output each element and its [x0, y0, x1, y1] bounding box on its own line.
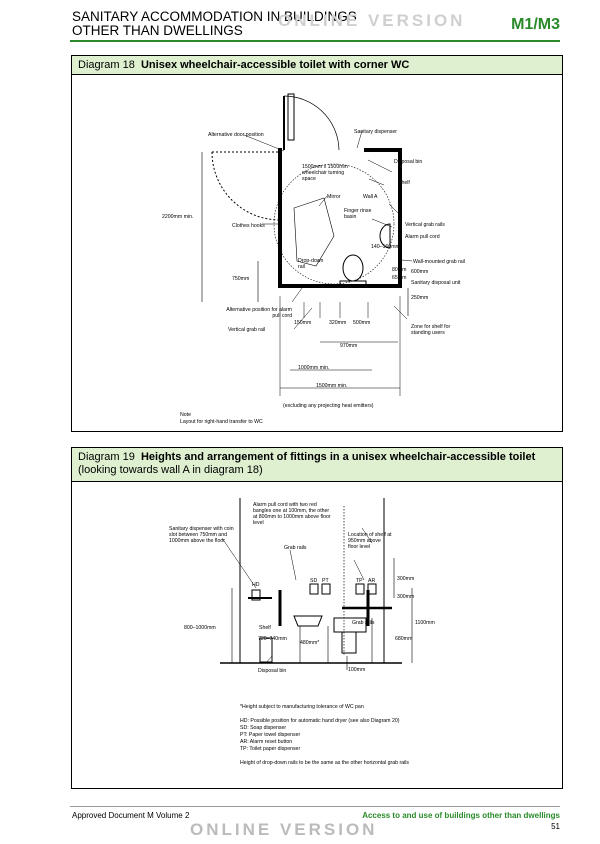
label-sd: SD [310, 578, 318, 584]
label-sanitary-dispenser: Sanitary dispenser [354, 129, 397, 135]
label-alarm-pull-cord: Alarm pull cord [405, 234, 440, 240]
legend-drop-rails: Height of drop-down rails to be the same… [240, 760, 409, 766]
label-sanitary-dispenser-2: Sanitary dispenser with coin slot betwee… [169, 526, 234, 544]
label-shelf-location: Location of shelf at 950mm above floor l… [348, 532, 392, 550]
note-heading: Note [180, 412, 191, 418]
label-tp: TP [356, 578, 363, 584]
label-zone-shelf: Zone for shelf for standing users [411, 324, 451, 336]
diagram-18-drawing [201, 93, 413, 396]
label-1100: 1100mm [415, 620, 435, 626]
diagram-19-drawing [220, 498, 413, 670]
legend-tp: TP: Toilet paper dispenser [240, 746, 301, 752]
legend-pt: PT: Paper towel dispenser [240, 732, 301, 738]
label-pt: PT [322, 578, 329, 584]
label-turning-space: 1500mm x 1500mm wheelchair turning space [302, 164, 348, 182]
label-alt-door: Alternative door position [208, 132, 264, 138]
diagram-18-box: Diagram 18 Unisex wheelchair-accessible … [71, 55, 563, 432]
diagram-19-box: Diagram 19 Heights and arrangement of fi… [71, 447, 563, 789]
label-ar: AR [368, 578, 376, 584]
diagram-19-caption: Diagram 19 Heights and arrangement of fi… [72, 448, 562, 482]
label-alt-alarm: Alternative position for alarm pull cord [226, 307, 292, 319]
legend-ar: AR: Alarm reset button [240, 739, 293, 745]
footer-left: Approved Document M Volume 2 [72, 811, 190, 820]
diagram-18-number: Diagram 18 [78, 59, 135, 71]
label-970: 970mm [340, 343, 358, 349]
note-text: Layout for right-hand transfer to WC [180, 419, 263, 425]
label-80: 80mm [392, 267, 407, 273]
label-1500: 1500mm min. [316, 383, 348, 389]
footer-rule [70, 806, 560, 807]
footnote-height: *Height subject to manufacturing toleran… [240, 704, 364, 710]
label-shelf: Shelf [398, 180, 410, 186]
footer-right: Access to and use of buildings other tha… [362, 811, 560, 820]
label-grab-rails: Grab rails [284, 545, 307, 551]
label-drop-down-rail: Drop-down rail [298, 258, 324, 270]
legend-sd: SD: Soap dispenser [240, 725, 287, 731]
label-grab-rails-2: Grab rails [352, 620, 375, 626]
label-500: 500mm [353, 320, 371, 326]
label-600: 600mm [411, 269, 429, 275]
page-number: 51 [551, 822, 560, 831]
label-sanitary-disposal: Sanitary disposal unit [411, 280, 461, 286]
label-finger-basin: Finger rinse basin [344, 208, 372, 220]
label-65: 65mm [392, 275, 407, 281]
label-480: 480mm* [300, 640, 320, 646]
diagram-19-title-rest: (looking towards wall A in diagram 18) [78, 464, 263, 476]
label-300a: 300mm [397, 576, 415, 582]
label-alarm-cord: Alarm pull cord with two red bangles one… [253, 502, 331, 526]
label-shelf-2: Shelf [259, 625, 271, 631]
diagram-19-number: Diagram 19 [78, 451, 135, 463]
label-320: 320mm [329, 320, 347, 326]
label-hd: HD [252, 582, 260, 588]
label-250: 250mm [411, 295, 429, 301]
label-2200: 2200mm min. [162, 214, 194, 220]
diagram-19-title-bold: Heights and arrangement of fittings in a… [140, 451, 536, 463]
label-mirror: Mirror [327, 194, 341, 200]
legend-hd: HD: Possible position for automatic hand… [240, 718, 400, 724]
label-vertical-grab-rails: Vertical grab rails [405, 222, 445, 228]
document-code: M1/M3 [511, 16, 560, 33]
label-disposal-bin: Disposal bin [394, 159, 423, 165]
label-disposal-bin-2: Disposal bin [258, 668, 287, 674]
header-rule [70, 40, 560, 42]
label-680: 680mm [395, 636, 413, 642]
document-title: SANITARY ACCOMMODATION IN BUILDINGS OTHE… [72, 10, 357, 38]
label-140-160: 140–160mm [371, 244, 400, 250]
label-100: 100mm [348, 667, 366, 673]
label-wall-grab-rail: Wall-mounted grab rail [413, 259, 465, 265]
label-750: 750mm [232, 276, 250, 282]
label-1000: 1000mm min. [298, 365, 330, 371]
diagram-18-title: Unisex wheelchair-accessible toilet with… [140, 59, 410, 71]
label-150: 150mm [294, 320, 312, 326]
label-excluding: (excluding any projecting heat emitters) [283, 403, 374, 409]
label-800-1000: 800–1000mm [184, 625, 216, 631]
diagram-18-caption: Diagram 18 Unisex wheelchair-accessible … [72, 56, 562, 75]
title-line-1: SANITARY ACCOMMODATION IN BUILDINGS [72, 9, 357, 24]
label-wall-a: Wall A [363, 194, 378, 200]
label-clothes-hooks: Clothes hooks [232, 223, 265, 229]
header-watermark: ONLINE VERSION [278, 11, 466, 30]
title-line-2: OTHER THAN DWELLINGS [72, 23, 243, 38]
label-vertical-grab-rail: Vertical grab rail [228, 327, 266, 333]
footer-watermark: ONLINE VERSION [190, 820, 378, 839]
label-300b: 300mm [397, 594, 415, 600]
label-720-740: 720–740mm [258, 636, 287, 642]
